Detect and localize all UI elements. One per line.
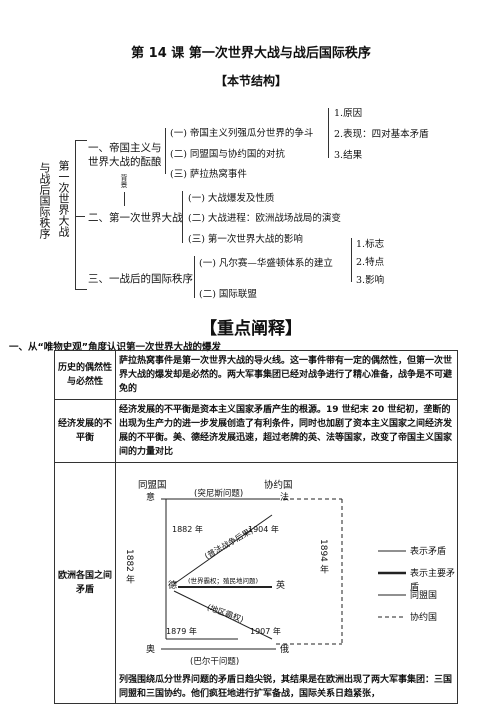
branch2-item-2: (二) 大战进程：欧洲战场战局的演变 [188, 213, 341, 224]
branch1-sub-1: 1.原因 [334, 108, 363, 119]
row-text: 列强围绕瓜分世界问题的矛盾日趋尖锐，其结果是在欧洲出现了两大军事集团：三国同盟和… [119, 675, 453, 699]
branch1-sub-3: 3.结果 [334, 150, 363, 161]
node-austria: 奥 [146, 645, 156, 655]
legend-item: 表示主要矛盾 [410, 569, 456, 593]
branch3-item-1: (一) 凡尔赛—华盛顿体系的建立 [199, 258, 333, 269]
contradiction-arrow [173, 590, 273, 640]
branch1-label-1: 一、帝国主义与 [88, 142, 162, 154]
label-balkans: (巴尔干问题) [190, 657, 240, 667]
node-france: 法 [280, 493, 290, 503]
section-subtitle: 【本节结构】 [214, 74, 287, 88]
alliance-diagram: 同盟国 协约国 意 德 奥 法 英 俄 1882 年 1894 年 (突尼斯问题… [116, 479, 457, 671]
alliance-left-label: 同盟国 [138, 480, 167, 491]
label-y1882: 1882 年 [172, 525, 203, 534]
node-russia: 俄 [280, 645, 290, 655]
key-points-table: 历史的偶然性与必然性 萨拉热窝事件是第一次世界大战的导火线。这一事件带有一定的偶… [54, 350, 458, 704]
label-tunis: (突尼斯问题) [194, 489, 244, 499]
row-text: 萨拉热窝事件是第一次世界大战的导火线。这一事件带有一定的偶然性，但第一次世界大战… [115, 350, 458, 400]
root-label-col-a: 第一次世界大战 [57, 160, 70, 237]
label-y1904: 1904 年 [248, 525, 279, 534]
label-hegemony: (世界霸权；殖民地问题) [188, 577, 259, 585]
table-row: 历史的偶然性与必然性 萨拉热窝事件是第一次世界大战的导火线。这一事件带有一定的偶… [54, 350, 458, 400]
alliance-right-label: 协约国 [264, 480, 293, 491]
branch3-sub-1: 1.标志 [356, 239, 385, 250]
row-head: 历史的偶然性与必然性 [54, 350, 116, 400]
row-text: 经济发展的不平衡是资本主义国家矛盾产生的根源。19 世纪末 20 世纪初，垄断的… [115, 399, 458, 463]
branch3-sub-3: 3.影响 [356, 275, 385, 286]
table-row: 经济发展的不平衡 经济发展的不平衡是资本主义国家矛盾产生的根源。19 世纪末 2… [54, 399, 458, 463]
year-left: 1882 年 [124, 549, 134, 584]
key-points-heading: 【重点阐释】 [200, 319, 302, 339]
legend-item: 同盟国 [410, 591, 438, 601]
connector-label: 背景 [120, 174, 128, 188]
branch2-label: 二、第一次世界大战 [88, 212, 183, 224]
table-row: 欧洲各国之间矛盾 [54, 462, 458, 704]
branch2-item-1: (一) 大战爆发及性质 [188, 193, 275, 204]
label-y1879: 1879 年 [166, 627, 197, 636]
legend-item: 表示矛盾 [410, 547, 447, 557]
contradiction-arrow [173, 514, 273, 585]
alliance-lines [161, 498, 406, 650]
label-y1907: 1907 年 [250, 627, 281, 636]
page-title: 第 14 课 第一次世界大战与战后国际秩序 [131, 46, 371, 61]
branch1-item-2: (二) 同盟国与协约国的对抗 [170, 149, 285, 160]
row-head: 欧洲各国之间矛盾 [54, 462, 116, 704]
branch1-label-2: 世界大战的酝酿 [88, 156, 162, 168]
node-italy: 意 [146, 493, 156, 503]
branch1-sub-2: 2.表现：四对基本矛盾 [334, 129, 429, 140]
node-britain: 英 [276, 581, 286, 591]
section-1-heading: 一、从“唯物史观”角度认识第一次世界大战的爆发 [9, 342, 221, 353]
node-germany: 德 [168, 581, 178, 591]
branch3-label: 三、一战后的国际秩序 [88, 273, 193, 285]
branch3-item-2: (二) 国际联盟 [199, 289, 257, 300]
branch2-item-3: (三) 第一次世界大战的影响 [188, 234, 303, 245]
row-head: 经济发展的不平衡 [54, 399, 116, 463]
branch1-item-1: (一) 帝国主义列强瓜分世界的争斗 [170, 128, 314, 139]
year-right: 1894 年 [318, 539, 328, 574]
branch1-item-3: (三) 萨拉热窝事件 [170, 169, 247, 180]
legend-item: 协约国 [410, 613, 438, 623]
branch3-sub-2: 2.特点 [356, 257, 385, 268]
root-label-col-b: 与战后国际秩序 [38, 162, 51, 239]
